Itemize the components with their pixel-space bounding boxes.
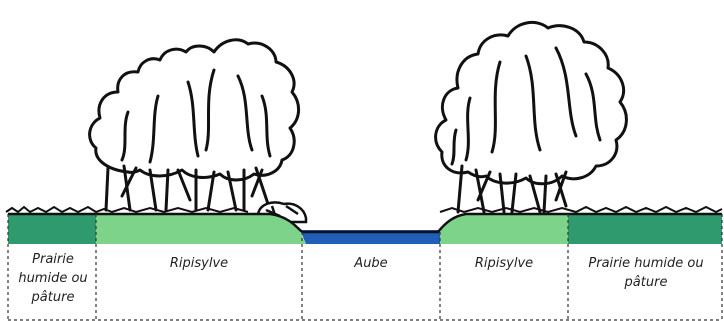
ground-ripisylve-right <box>440 214 568 244</box>
label-ripisylve-right: Ripisylve <box>474 256 534 271</box>
tree-canopy-left <box>88 38 300 182</box>
tree-canopy-right <box>434 20 628 186</box>
ground-ripisylve-left <box>96 214 306 244</box>
tree-trunks-right <box>456 164 568 214</box>
label-ripisylve-left: Ripisylve <box>169 256 229 271</box>
label-meadow-left: Prairie humide ou pâture <box>18 252 88 305</box>
river-water <box>300 230 440 244</box>
label-river: Aube <box>354 256 388 271</box>
ground-outline <box>8 212 722 234</box>
tree-trunks-left <box>104 164 270 212</box>
ground-meadow-left <box>8 214 96 244</box>
grass-line <box>5 205 723 214</box>
ground-meadow-right <box>568 214 722 244</box>
zone-dividers <box>7 214 723 321</box>
label-meadow-right: Prairie humide ou pâture <box>588 256 704 290</box>
